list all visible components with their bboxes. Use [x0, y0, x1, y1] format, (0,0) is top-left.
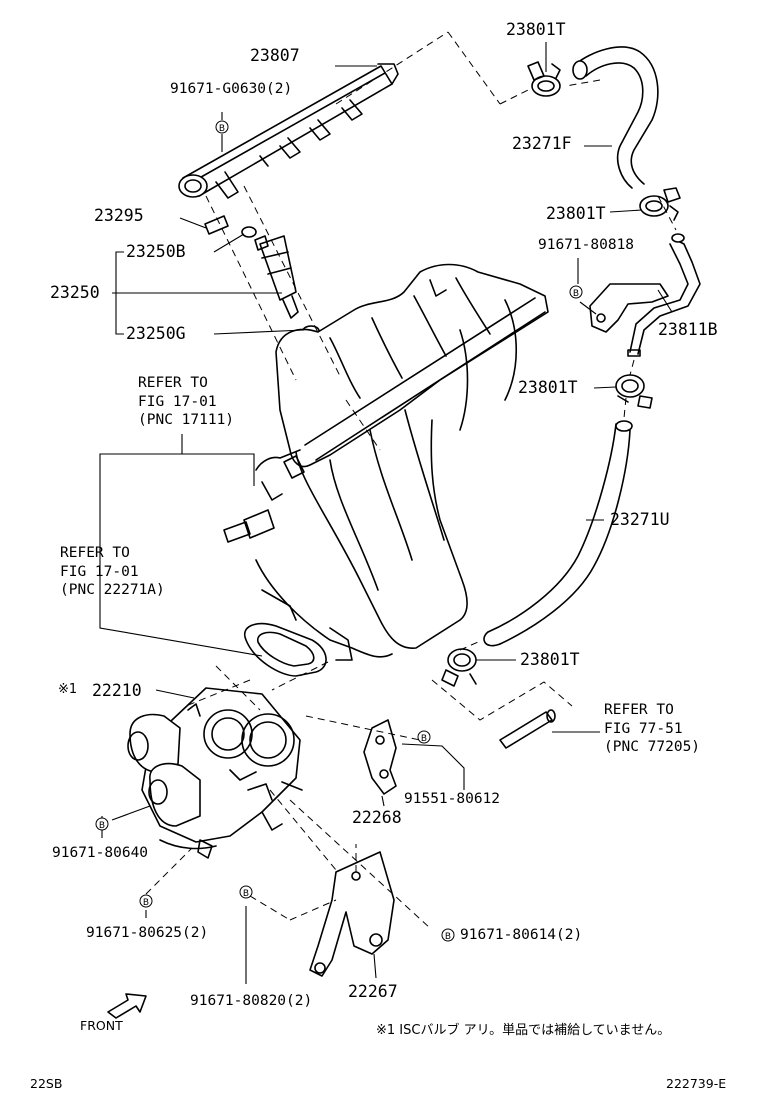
fuel-injector [241, 226, 320, 337]
part-label-23801t-mid[interactable]: 23801T [518, 378, 578, 397]
note-mark: ※1 [58, 682, 78, 697]
part-label-23807[interactable]: 23807 [250, 46, 300, 65]
bolt-markers: B B B B B B B [95, 120, 583, 942]
part-label-91671-80820[interactable]: 91671-80820(2) [190, 993, 313, 1009]
svg-text:B: B [243, 889, 249, 899]
part-label-23801t-top[interactable]: 23801T [506, 20, 566, 39]
part-label-22210[interactable]: 22210 [92, 681, 142, 700]
hose-clamp-c [615, 374, 653, 409]
hose-bracket [589, 283, 669, 333]
hose-23271U [483, 420, 633, 647]
fuel-delivery-pipe [178, 63, 399, 199]
part-label-23811b[interactable]: 23811B [658, 320, 718, 339]
part-label-23295[interactable]: 23295 [94, 206, 144, 225]
reference-17111[interactable]: REFER TO FIG 17-01 (PNC 17111) [138, 376, 234, 428]
bolt-marker: B [95, 817, 109, 831]
reference-77205[interactable]: REFER TO FIG 77-51 (PNC 77205) [604, 703, 700, 755]
part-label-91671-80625[interactable]: 91671-80625(2) [86, 925, 209, 941]
part-label-91671-80614[interactable]: 91671-80614(2) [460, 927, 583, 943]
part-label-91671-g0630[interactable]: 91671-G0630(2) [170, 81, 293, 97]
reference-line: FIG 77-51 [604, 720, 683, 737]
bolt-marker: B [139, 894, 153, 908]
part-label-23801t-lower[interactable]: 23801T [520, 650, 580, 669]
svg-text:B: B [143, 898, 149, 908]
pipe-23811B [627, 233, 701, 357]
part-label-22267[interactable]: 22267 [348, 982, 398, 1001]
bolt-marker: B [215, 120, 229, 134]
reference-line: REFER TO [604, 702, 674, 718]
figure-code: 22SB [30, 1076, 63, 1091]
reference-22271a[interactable]: REFER TO FIG 17-01 (PNC 22271A) [60, 546, 165, 598]
part-label-23271f[interactable]: 23271F [512, 134, 572, 153]
part-label-91551-80612[interactable]: 91551-80612 [404, 791, 501, 807]
svg-text:B: B [421, 734, 427, 744]
front-arrow-icon [107, 993, 147, 1019]
intake-manifold [223, 263, 549, 661]
hose-clamp-a [527, 61, 561, 97]
part-label-23801t-upper[interactable]: 23801T [546, 204, 606, 223]
bolt-marker: B [441, 928, 455, 942]
svg-text:B: B [445, 932, 451, 942]
bolt-marker: B [569, 285, 583, 299]
reference-line: REFER TO [138, 375, 208, 391]
throttle-gasket [243, 622, 327, 677]
reference-line: (PNC 17111) [138, 412, 235, 428]
reference-line: FIG 17-01 [138, 393, 217, 410]
reference-line: REFER TO [60, 545, 130, 561]
part-label-23250g[interactable]: 23250G [126, 324, 186, 343]
injector-clip [204, 215, 229, 235]
reference-line: FIG 17-01 [60, 563, 139, 580]
front-label: FRONT [80, 1018, 123, 1033]
pipe-end-77205 [499, 711, 553, 749]
bolt-marker: B [417, 730, 431, 744]
part-label-91671-80818[interactable]: 91671-80818 [538, 237, 635, 253]
reference-line: (PNC 77205) [604, 739, 701, 755]
bolt-marker: B [239, 885, 253, 899]
throttle-body [127, 687, 303, 859]
hose-clamp-b [639, 187, 681, 221]
illustration-id: 222739-E [666, 1076, 727, 1091]
bracket-22267 [309, 851, 395, 977]
hose-23271F [572, 46, 659, 189]
svg-text:B: B [573, 289, 579, 299]
part-label-23250[interactable]: 23250 [50, 283, 100, 302]
svg-text:B: B [219, 124, 225, 134]
reference-line: (PNC 22271A) [60, 582, 165, 598]
part-label-23250b[interactable]: 23250B [126, 242, 186, 261]
part-label-23271u[interactable]: 23271U [610, 510, 670, 529]
part-label-91671-80640[interactable]: 91671-80640 [52, 845, 149, 861]
hose-clamp-d [441, 648, 477, 687]
footnote: ※1 ISCバルブ アリ。単品では補給していません。 [376, 1023, 671, 1038]
svg-text:B: B [99, 821, 105, 831]
part-label-22268[interactable]: 22268 [352, 808, 402, 827]
